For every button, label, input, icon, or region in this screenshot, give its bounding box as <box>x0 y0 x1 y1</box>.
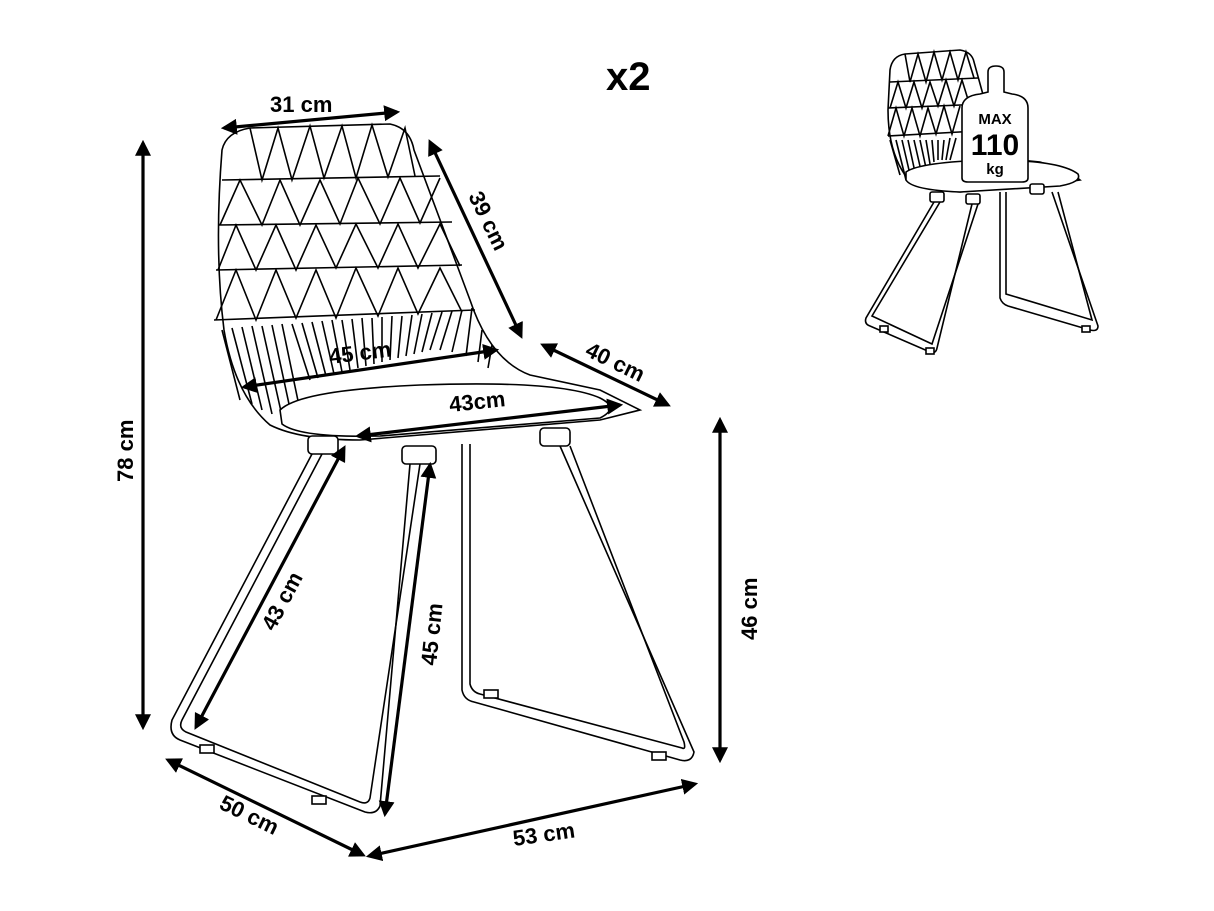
weight-bottle: MAX 110 kg <box>961 65 1029 183</box>
label-base-depth: 50 cm <box>216 790 283 840</box>
max-load-unit: kg <box>986 161 1004 178</box>
weight-capacity-illustration: MAX 110 kg <box>864 48 1099 355</box>
max-load-value: 110 <box>971 129 1019 162</box>
label-backrest-height: 39 cm <box>464 187 514 254</box>
quantity-label: x2 <box>606 55 651 99</box>
bottle-body <box>961 65 1029 183</box>
arrow-backrest-width <box>220 105 401 135</box>
arrow-leg-side <box>378 461 437 818</box>
back-triangle-pattern <box>213 122 476 323</box>
arrow-base-depth <box>165 758 366 857</box>
arrow-backrest-height <box>428 139 523 339</box>
dimension-labels: 31 cm 39 cm 45 cm 40 cm 43cm 78 cm 43 cm… <box>113 92 762 851</box>
label-seat-height: 46 cm <box>737 578 762 640</box>
arrow-base-width <box>365 778 699 862</box>
dimension-arrows <box>135 105 728 862</box>
label-total-height: 78 cm <box>113 420 138 482</box>
label-seat-front-width: 43cm <box>448 386 507 417</box>
small-chair-legs <box>864 183 1099 355</box>
arrow-leg-front <box>194 445 346 730</box>
arrow-seat-front-width <box>354 398 624 443</box>
label-backrest-width: 31 cm <box>270 92 332 117</box>
arrow-seat-depth <box>540 343 671 407</box>
label-seat-width: 45 cm <box>328 337 393 369</box>
max-label: MAX <box>978 111 1011 128</box>
main-chair-drawing <box>170 122 695 814</box>
label-leg-side: 45 cm <box>416 602 447 667</box>
arrow-seat-width <box>240 343 500 394</box>
